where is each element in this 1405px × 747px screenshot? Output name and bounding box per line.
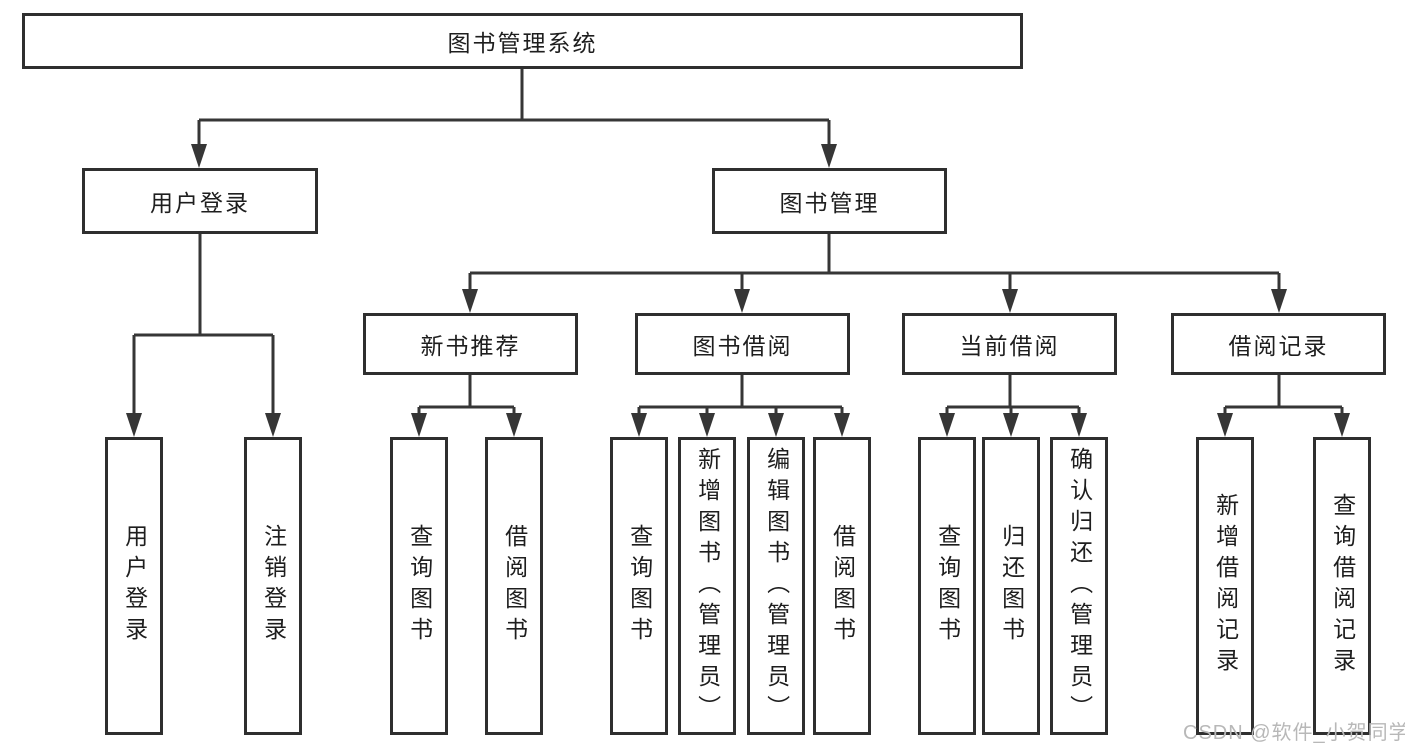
leaf-label: 借阅图书 [501,524,528,648]
leaf-query-books-current: 查询图书 [918,437,976,735]
leaf-borrow-books-recommend: 借阅图书 [485,437,543,735]
leaf-label: 新增借阅记录 [1212,493,1239,679]
leaf-query-books-borrowing: 查询图书 [610,437,668,735]
connector-user-login [126,234,281,437]
node-user-login: 用户登录 [82,168,318,234]
leaf-label: 注销登录 [260,524,287,648]
node-new-book-recommendation: 新书推荐 [363,313,578,375]
leaf-label: 归还图书 [998,524,1025,648]
leaf-user-login: 用户登录 [105,437,163,735]
connector-current-borrowing [939,375,1087,437]
leaf-borrow-books-borrowing: 借阅图书 [813,437,871,735]
leaf-query-borrow-record: 查询借阅记录 [1313,437,1371,735]
leaf-return-books: 归还图书 [982,437,1040,735]
leaf-confirm-return-admin: 确认归还（管理员） [1050,437,1108,735]
connector-borrowing-records [1217,375,1350,437]
node-book-borrowing: 图书借阅 [635,313,850,375]
node-root: 图书管理系统 [22,13,1023,69]
leaf-query-books-recommend: 查询图书 [390,437,448,735]
leaf-label: 查询图书 [406,524,433,648]
connector-new-book-recommendation [411,375,522,437]
leaf-edit-book-admin: 编辑图书（管理员） [747,437,805,735]
leaf-add-borrow-record: 新增借阅记录 [1196,437,1254,735]
leaf-add-book-admin: 新增图书（管理员） [678,437,736,735]
leaf-label: 查询借阅记录 [1329,493,1356,679]
leaf-label: 编辑图书（管理员） [763,446,790,726]
leaf-label: 查询图书 [626,524,653,648]
leaf-label: 新增图书（管理员） [694,446,721,726]
connector-book-management [462,234,1287,313]
node-book-management: 图书管理 [712,168,947,234]
leaf-logout: 注销登录 [244,437,302,735]
csdn-watermark: CSDN @软件_小贺同学 [1183,722,1405,744]
node-borrowing-records: 借阅记录 [1171,313,1386,375]
leaf-label: 确认归还（管理员） [1066,446,1093,726]
leaf-label: 借阅图书 [829,524,856,648]
connector-root [191,69,837,168]
leaf-label: 查询图书 [934,524,961,648]
connector-book-borrowing [631,375,850,437]
node-current-borrowing: 当前借阅 [902,313,1117,375]
leaf-label: 用户登录 [121,524,148,648]
